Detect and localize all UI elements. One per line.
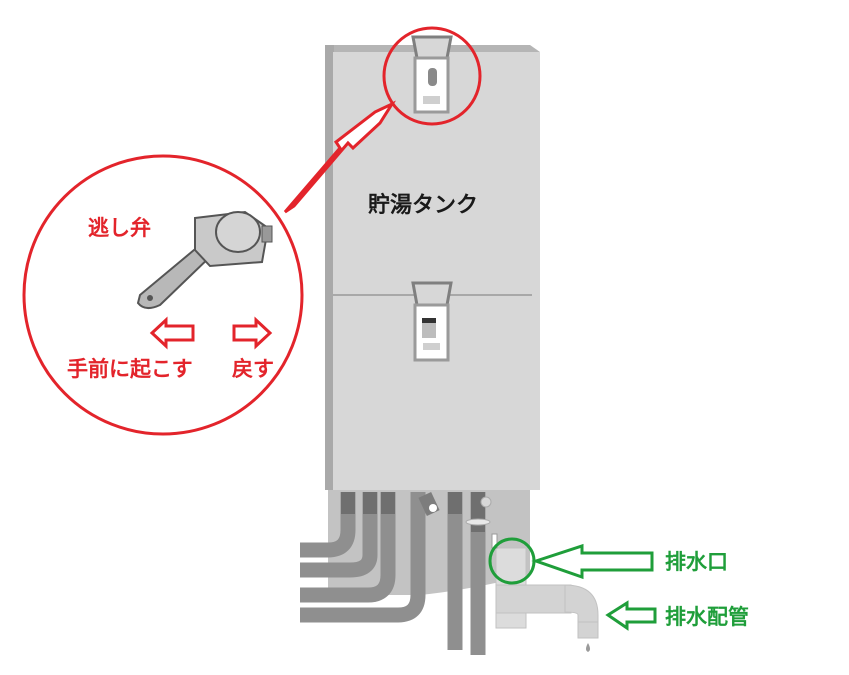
arrow-left-icon — [149, 316, 195, 350]
relief-valve-highlight-circle — [382, 26, 482, 126]
callout-arrow — [283, 100, 397, 214]
drain-pipe — [495, 547, 599, 652]
water-drop-icon — [586, 643, 590, 652]
pull-forward-label: 手前に起こす — [67, 357, 193, 381]
drain-pipe-label: 排水配管 — [665, 605, 749, 629]
drain-outlet-arrow-icon — [531, 543, 654, 580]
drain-outlet-label: 排水口 — [665, 550, 728, 574]
tank-front — [333, 52, 540, 490]
strainer — [418, 491, 440, 517]
relief-valve-lever-illustration — [136, 210, 273, 309]
relief-valve-on-tank — [411, 35, 453, 114]
return-label: 戻す — [232, 357, 274, 381]
gauge-icon — [480, 496, 492, 508]
drain-pipe-arrow-icon — [605, 600, 657, 631]
arrow-right-icon — [232, 316, 273, 350]
lower-valve — [411, 281, 453, 362]
tank-label: 貯湯タンク — [368, 192, 478, 218]
drain-cock — [465, 518, 491, 526]
pipes — [300, 492, 486, 655]
relief-valve-label: 逃し弁 — [88, 216, 151, 240]
tank-side — [325, 45, 334, 490]
